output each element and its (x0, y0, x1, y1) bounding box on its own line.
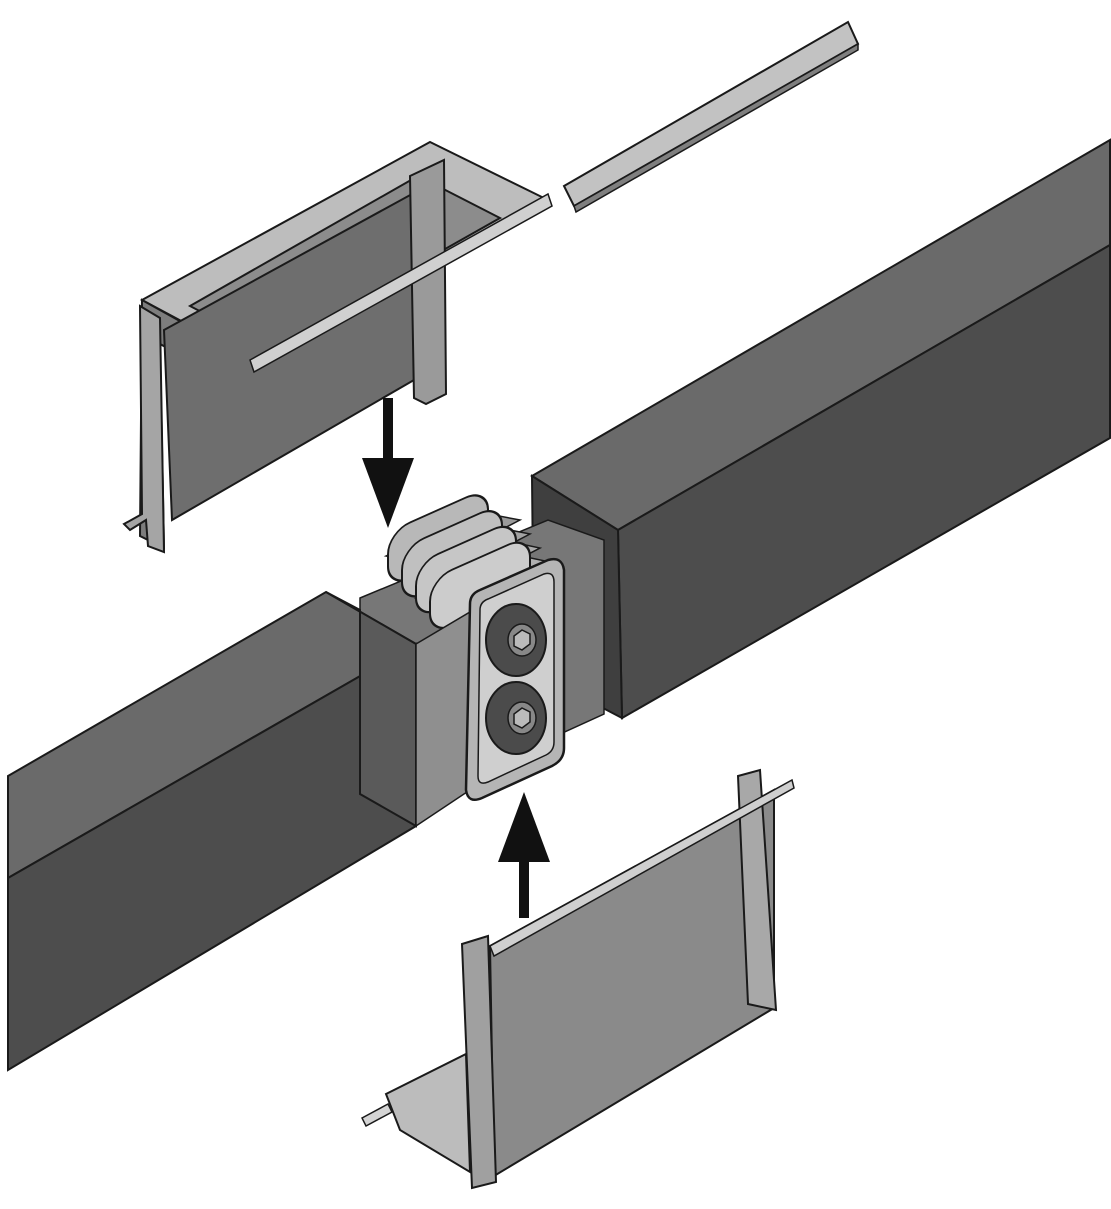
top-cover-front-post (408, 158, 448, 406)
bottom-cover-lip (361, 1102, 393, 1128)
bottom-cover-top-flange (489, 778, 795, 958)
left-duct-outlet-sleeve (415, 610, 471, 828)
right-busway-duct (530, 138, 1111, 720)
top-cover-left-post (122, 304, 166, 554)
cover-strip-top (562, 20, 860, 208)
arrow-down-shaft (383, 398, 393, 468)
joint-clamp-plate (464, 557, 566, 801)
lower-bolt-nut (513, 707, 531, 729)
arrow-up-icon (498, 792, 550, 918)
bottom-cover-left-post (460, 934, 498, 1190)
left-busway-duct (7, 590, 471, 1072)
upper-bolt-nut (513, 629, 531, 651)
arrow-down-icon (362, 398, 414, 528)
arrow-down-head (362, 458, 414, 528)
arrow-up-shaft (519, 852, 529, 918)
arrow-up-head (498, 792, 550, 862)
bottom-cover-housing (361, 768, 795, 1190)
bottom-cover-right-post (736, 768, 778, 1012)
cover-strip-side (573, 42, 859, 214)
cover-strip (562, 20, 860, 214)
top-cover-housing (122, 140, 553, 554)
top-cover-flange (249, 192, 553, 374)
bottom-cover-base (384, 1052, 472, 1174)
left-duct-end-face (325, 591, 417, 828)
